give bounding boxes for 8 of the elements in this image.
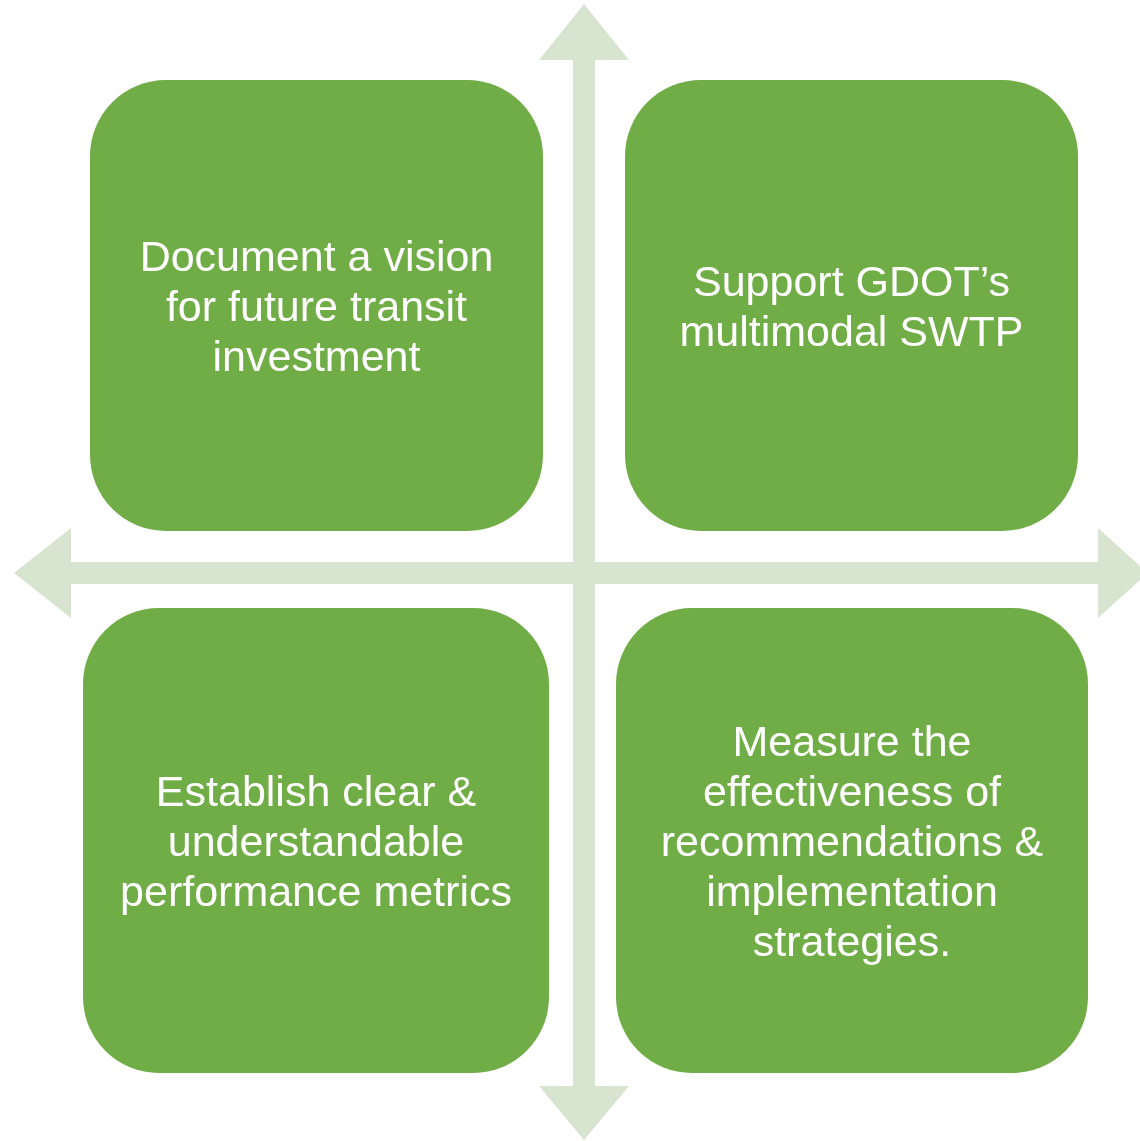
- quadrant-box: [90, 80, 543, 531]
- box-text: Document a vision for future transit investment: [138, 230, 495, 381]
- box-text: Support GDOT’s multimodal SWTP: [678, 255, 1025, 356]
- quadrant-box: [83, 608, 549, 1073]
- box-text: Measure the effectiveness of recommendations & implementation strategies.: [659, 715, 1045, 966]
- quadrant-box: [625, 80, 1078, 531]
- quadrant-box: [616, 608, 1088, 1073]
- box-text: Establish clear & understandable performance metrics: [119, 765, 513, 916]
